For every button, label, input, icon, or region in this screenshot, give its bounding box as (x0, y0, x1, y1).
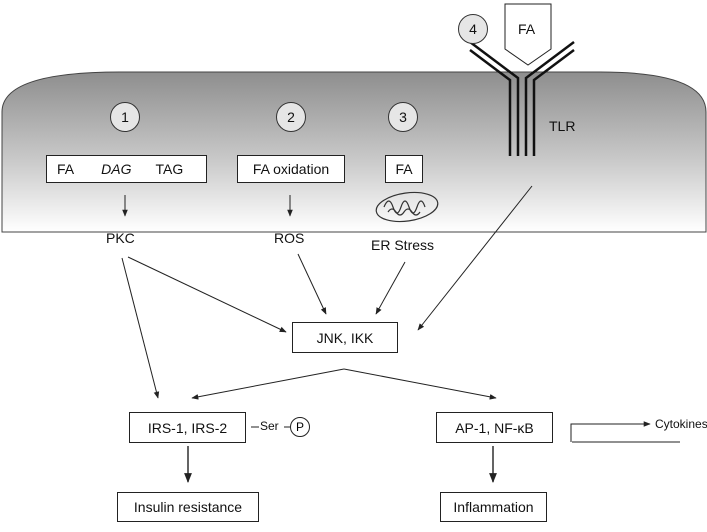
tlr-label: TLR (549, 118, 576, 134)
fa-ligand-shape (504, 3, 552, 66)
tag-label: TAG (155, 161, 184, 177)
phosphate-circle: P (290, 417, 310, 437)
step-2-circle: 2 (276, 102, 306, 132)
er-stress-label: ER Stress (371, 237, 435, 253)
tlr-receptor (469, 41, 575, 156)
fa-oxidation-box: FA oxidation (237, 155, 345, 183)
pkc-label: PKC (106, 230, 135, 246)
dag-label: DAG (101, 161, 132, 177)
ros-label: ROS (274, 230, 305, 246)
cytokines-label: Cytokines (655, 417, 707, 431)
jnk-ikk-box: JNK, IKK (292, 322, 398, 353)
irs-box: IRS-1, IRS-2 (129, 412, 246, 443)
step-4-circle: 4 (458, 14, 488, 44)
inflammation-box: Inflammation (440, 492, 547, 522)
fa-box-3: FA (385, 155, 423, 183)
fa-dag-tag-box: FA DAG TAG (46, 155, 207, 183)
step-1-circle: 1 (110, 102, 140, 132)
cell-membrane (1, 71, 707, 233)
insulin-resistance-box: Insulin resistance (117, 492, 259, 522)
mitochondrion-icon (375, 191, 439, 223)
fa-ligand-label: FA (518, 21, 536, 37)
fa-label: FA (57, 161, 75, 177)
ser-label: Ser (260, 419, 279, 433)
step-3-circle: 3 (388, 102, 418, 132)
ap1-nfkb-box: AP-1, NF-κB (436, 412, 553, 443)
